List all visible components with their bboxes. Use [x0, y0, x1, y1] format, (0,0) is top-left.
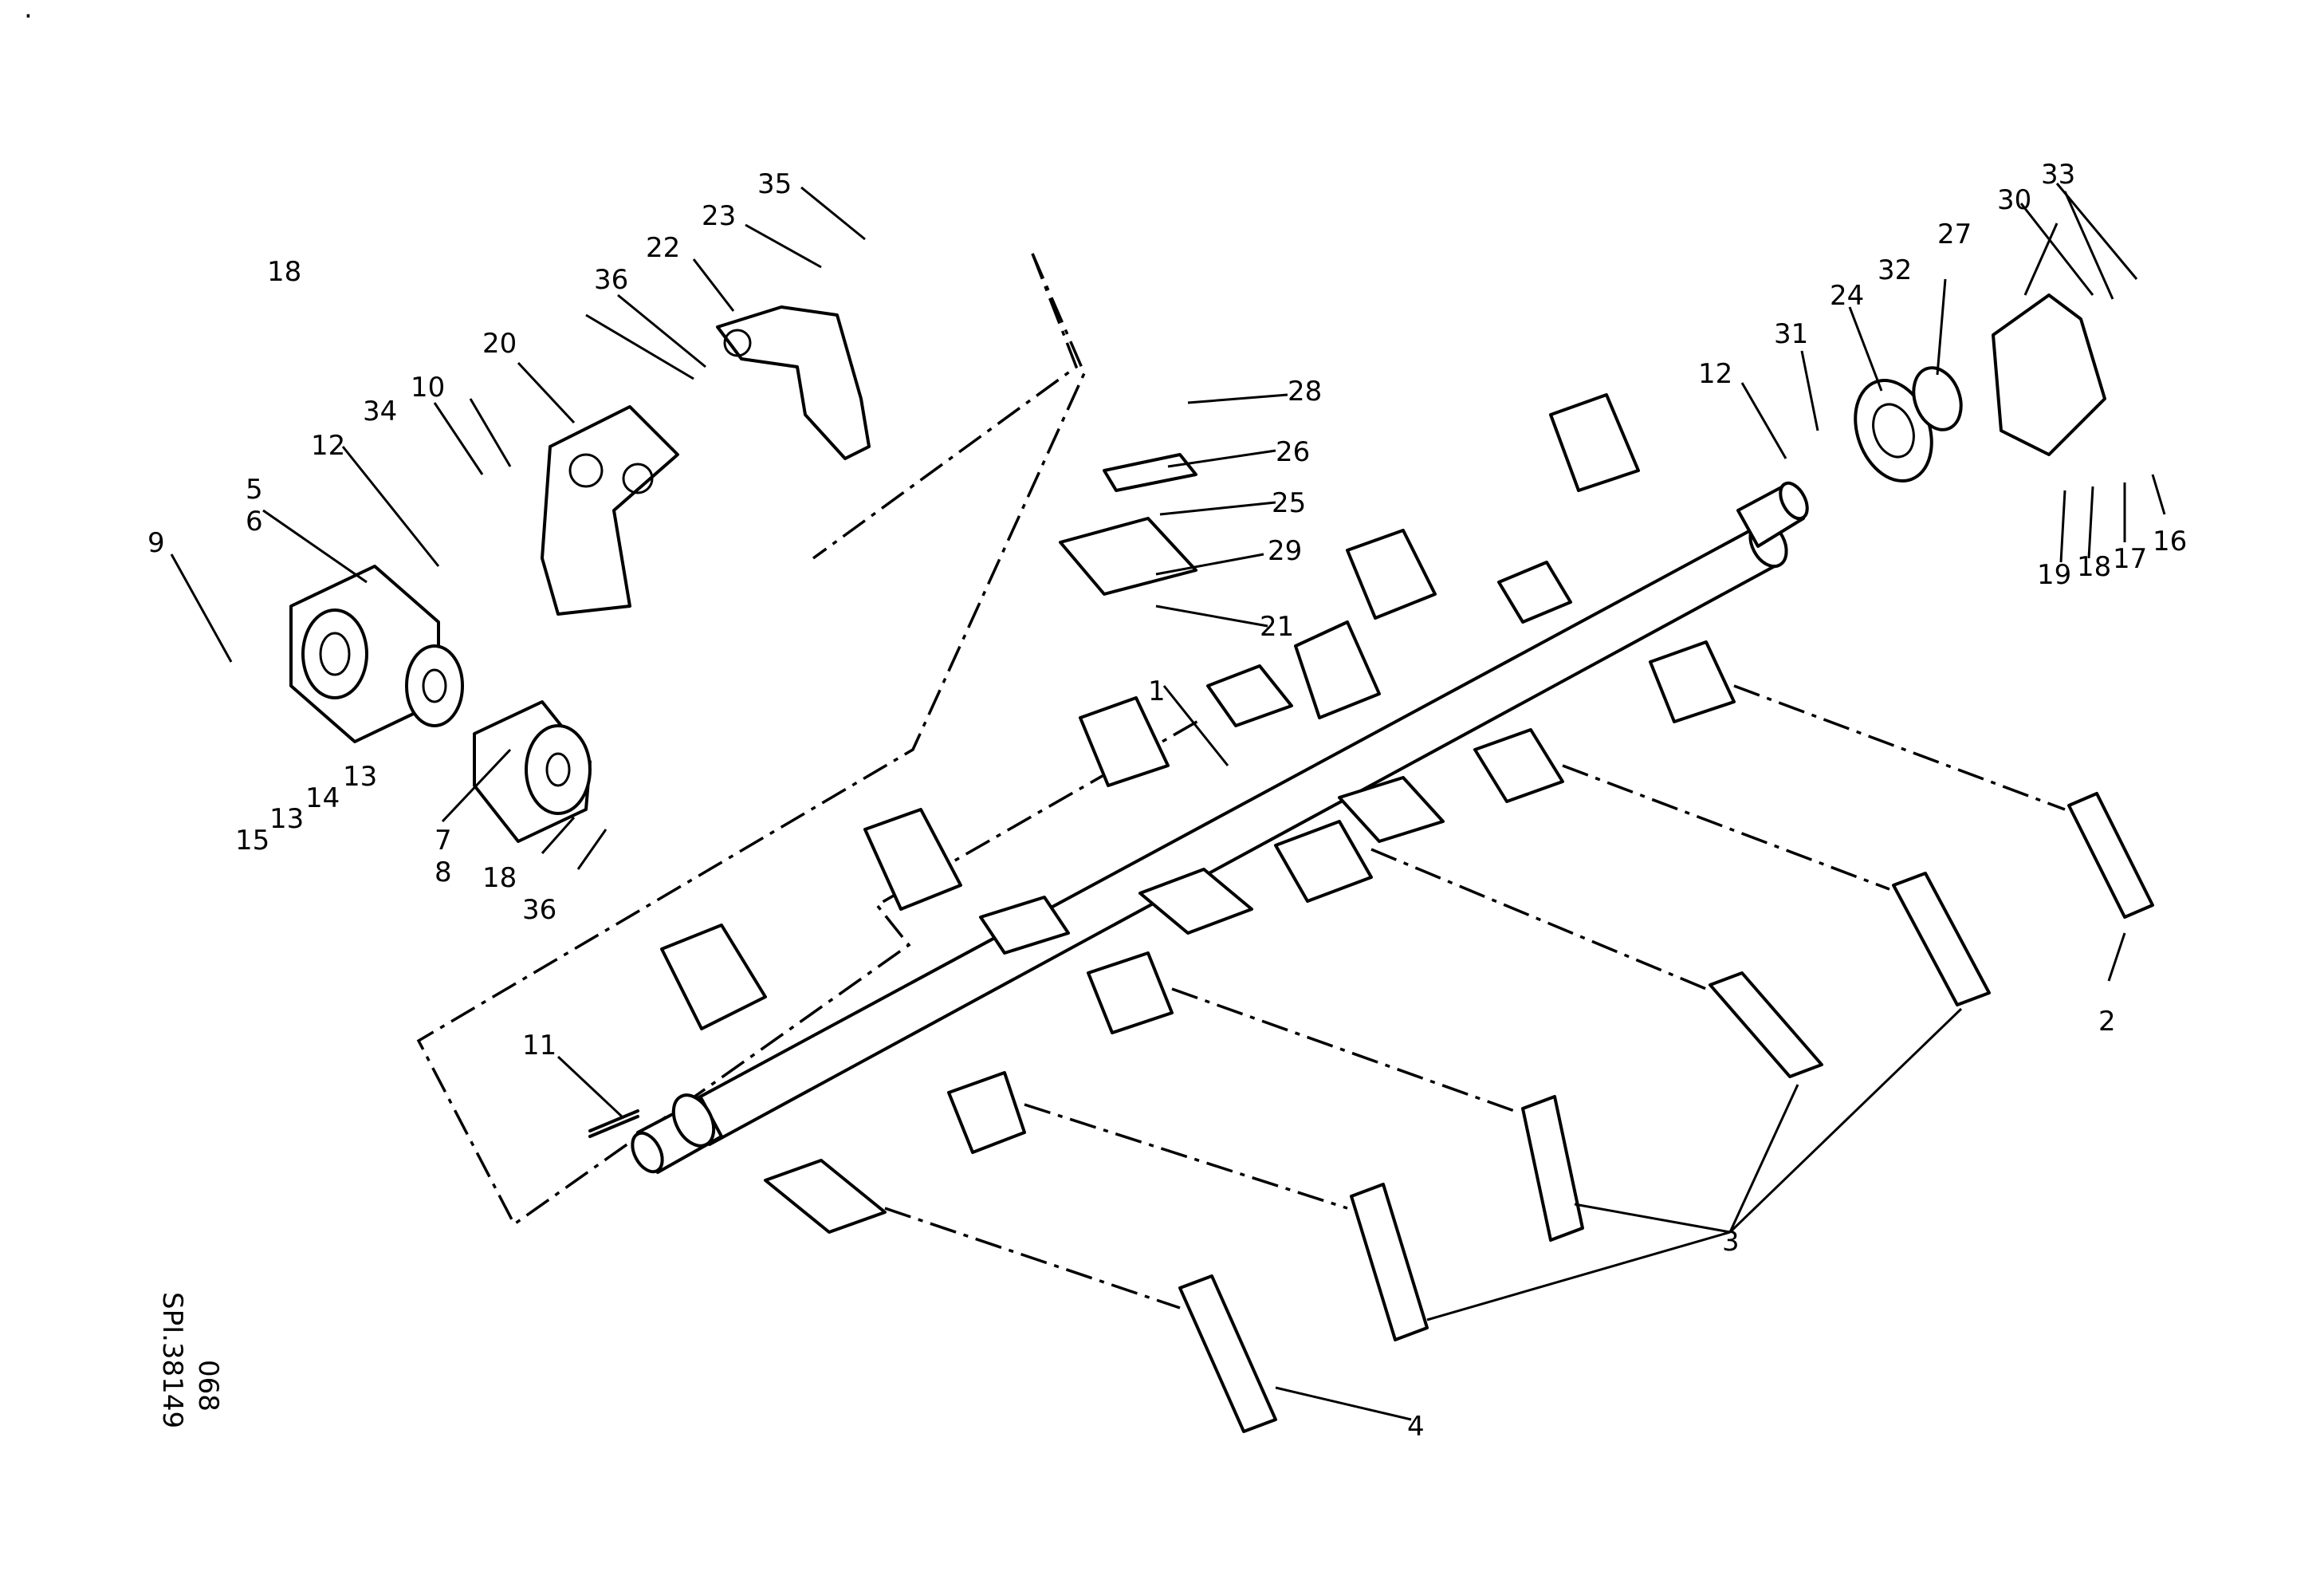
align-line-2 — [1733, 684, 2066, 811]
hydraulic-motor — [473, 700, 592, 843]
callout-18-top: 18 — [267, 256, 301, 288]
callout-34: 34 — [363, 396, 397, 427]
callout-13-lower: 13 — [269, 803, 304, 835]
assembly-boundary-line — [416, 253, 1205, 1227]
callout-20: 20 — [482, 328, 517, 360]
align-line-3b — [1370, 848, 1707, 990]
callout-12-left: 12 — [311, 430, 345, 462]
blade-3a — [1892, 872, 1991, 1006]
callout-4: 4 — [1407, 1411, 1425, 1443]
motor-boundary-line — [812, 253, 1079, 560]
loose-blades — [1178, 792, 2154, 1433]
lower-plate-3 — [1087, 951, 1174, 1034]
align-line-3d — [1024, 1103, 1348, 1210]
link-strap — [1103, 453, 1197, 492]
callout-21: 21 — [1260, 611, 1294, 643]
drawing-sheet: 068 — [192, 1360, 224, 1412]
align-line-4 — [884, 1207, 1181, 1309]
callout-29: 29 — [1268, 535, 1302, 567]
callout-2: 2 — [2098, 1006, 2116, 1038]
callout-33: 33 — [2041, 159, 2075, 191]
lower-plate-1 — [764, 1159, 887, 1234]
callout-14: 14 — [305, 782, 340, 814]
callout-36-top: 36 — [594, 264, 628, 296]
callout-27: 27 — [1937, 219, 1972, 250]
callout-13-upper: 13 — [343, 761, 377, 793]
drawing-code: SPI.38149 — [156, 1292, 188, 1428]
lower-plate-5 — [1473, 728, 1564, 803]
upper-plate-6 — [1549, 393, 1640, 492]
callout-36-bottom: 36 — [522, 894, 556, 926]
bracket-group — [660, 393, 1736, 1234]
callout-19: 19 — [2037, 559, 2071, 591]
blade-3c — [1521, 1095, 1584, 1242]
blade-3b — [1709, 971, 1823, 1078]
callout-11: 11 — [522, 1030, 556, 1061]
callout-17: 17 — [2113, 543, 2147, 575]
callout-8: 8 — [435, 857, 452, 888]
blade-3d — [1350, 1183, 1429, 1341]
gearbox-housing — [289, 565, 464, 743]
callout-1: 1 — [1148, 675, 1166, 707]
lower-plate-4 — [1274, 820, 1373, 903]
callout-16: 16 — [2153, 526, 2187, 557]
callout-18-bottom: 18 — [482, 862, 517, 894]
callout-30: 30 — [1997, 184, 2031, 216]
upper-plate-4 — [1294, 620, 1381, 719]
callout-26: 26 — [1276, 436, 1310, 468]
support-arm — [716, 305, 871, 460]
callout-28: 28 — [1288, 376, 1322, 408]
leader-lines — [170, 183, 2166, 1421]
blade-2 — [2067, 792, 2154, 919]
callout-6: 6 — [246, 506, 263, 538]
upper-plate-3 — [1079, 696, 1170, 787]
lower-plate-6 — [1649, 640, 1736, 723]
side-fin-3 — [1206, 664, 1293, 727]
lower-plate-2 — [947, 1071, 1026, 1154]
callout-18-right: 18 — [2077, 551, 2111, 583]
upper-plate-1 — [660, 924, 767, 1030]
callout-32: 32 — [1878, 254, 1912, 286]
key-pin-edge — [588, 1115, 639, 1138]
callout-9: 9 — [147, 527, 165, 559]
callout-22: 22 — [646, 232, 680, 264]
align-line-3a — [1562, 764, 1890, 891]
blade-4 — [1178, 1274, 1277, 1433]
side-fin-1 — [979, 896, 1070, 955]
upper-plate-5 — [1346, 529, 1437, 620]
corner-mark: . — [24, 0, 33, 25]
side-fin-2 — [1138, 868, 1253, 935]
upper-plate-2 — [863, 808, 962, 911]
rotor-tube — [631, 481, 1809, 1174]
callout-12-right: 12 — [1698, 358, 1732, 390]
callout-7: 7 — [435, 825, 452, 857]
callout-10: 10 — [411, 372, 445, 404]
callout-35: 35 — [757, 168, 792, 200]
callout-24: 24 — [1830, 280, 1864, 312]
align-line-3c — [1171, 987, 1520, 1114]
side-fin-5 — [1497, 561, 1572, 624]
key-pin — [588, 1109, 639, 1132]
callout-3: 3 — [1722, 1226, 1740, 1258]
bearing-plate — [1059, 517, 1197, 596]
side-plate-right — [1992, 293, 2106, 456]
callout-31: 31 — [1774, 318, 1808, 350]
mounting-plate — [541, 405, 679, 616]
callout-5: 5 — [246, 474, 263, 506]
side-fin-4 — [1338, 776, 1445, 843]
callout-labels: 1 2 3 4 5 6 7 8 9 10 11 12 12 13 13 14 1… — [147, 159, 2187, 1443]
callout-25: 25 — [1272, 487, 1306, 519]
bearing-housing — [1854, 366, 1963, 482]
callout-23: 23 — [702, 200, 736, 232]
callout-15: 15 — [235, 825, 269, 857]
